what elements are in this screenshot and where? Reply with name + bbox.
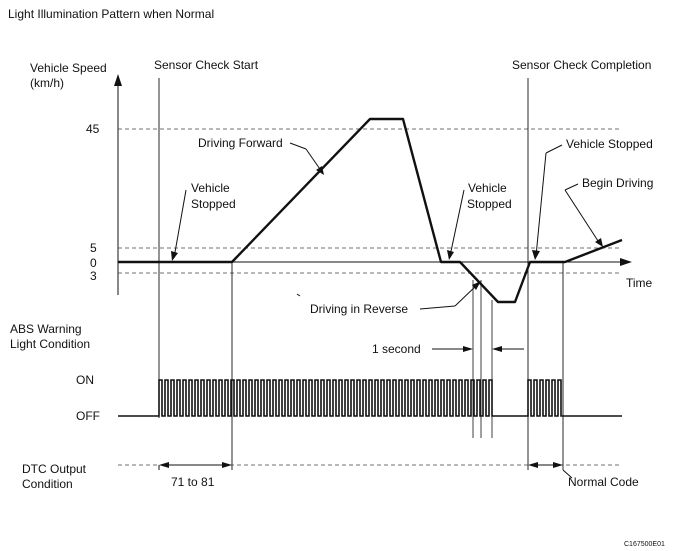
abs-off-label: OFF xyxy=(76,409,100,423)
sensor-check-start-label: Sensor Check Start xyxy=(154,58,259,72)
dtc-range-arrowhead-right xyxy=(222,462,232,468)
vehicle-stopped-1-arrowhead xyxy=(171,251,178,261)
vehicle-stopped-2-arrowhead xyxy=(447,250,454,260)
speed-profile-line xyxy=(118,117,623,304)
tick-5: 5 xyxy=(90,241,97,255)
driving-forward-arrowhead xyxy=(316,166,324,175)
normal-code-arrowhead-right xyxy=(553,462,563,468)
driving-reverse-leader-a xyxy=(419,305,456,310)
vehicle-stopped-3-arrowhead xyxy=(532,250,540,260)
normal-code-leader xyxy=(562,469,573,479)
driving-reverse-arrowhead xyxy=(472,281,481,290)
stray-tick xyxy=(296,293,301,297)
vehicle-stopped-2-leader xyxy=(449,189,465,257)
vehicle-stopped-3-label: Vehicle Stopped xyxy=(566,137,653,151)
driving-forward-leader-a xyxy=(289,142,307,150)
driving-reverse-label: Driving in Reverse xyxy=(310,302,408,316)
abs-label-2: Light Condition xyxy=(10,337,90,351)
vehicle-stopped-1-line1: Vehicle xyxy=(191,181,230,195)
time-axis-label: Time xyxy=(626,276,653,290)
tick-45: 45 xyxy=(86,122,100,136)
abs-label-1: ABS Warning xyxy=(10,322,82,336)
sensor-check-completion-label: Sensor Check Completion xyxy=(512,58,651,72)
vehicle-stopped-2-line1: Vehicle xyxy=(468,181,507,195)
normal-code-arrowhead-left xyxy=(528,462,538,468)
dtc-label-1: DTC Output xyxy=(22,462,87,476)
begin-driving-arrowhead xyxy=(595,238,603,247)
diagram-title: Light Illumination Pattern when Normal xyxy=(8,7,214,21)
time-axis-arrow xyxy=(620,258,632,266)
one-second-arrowhead-left xyxy=(463,346,473,352)
vehicle-stopped-1-leader xyxy=(173,189,187,259)
dtc-range-arrowhead-left xyxy=(159,462,169,468)
begin-driving-leader-b xyxy=(564,189,601,245)
one-second-label: 1 second xyxy=(372,342,421,356)
begin-driving-label: Begin Driving xyxy=(582,176,653,190)
dtc-range-label: 71 to 81 xyxy=(171,475,215,489)
vehicle-stopped-2-line2: Stopped xyxy=(467,197,512,211)
speed-axis-label-1: Vehicle Speed xyxy=(30,61,107,75)
abs-warning-waveform xyxy=(118,379,622,417)
tick-0: 0 xyxy=(90,256,97,270)
vehicle-stopped-3-leader-b xyxy=(535,152,547,257)
tick-3: 3 xyxy=(90,269,97,283)
speed-axis-label-2: (km/h) xyxy=(30,76,64,90)
one-second-arrowhead-right xyxy=(492,346,502,352)
speed-axis-arrow xyxy=(114,74,122,86)
vehicle-stopped-1-line2: Stopped xyxy=(191,197,236,211)
dtc-label-2: Condition xyxy=(22,477,73,491)
driving-forward-label: Driving Forward xyxy=(198,136,283,150)
normal-code-label: Normal Code xyxy=(568,475,639,489)
abs-on-label: ON xyxy=(76,373,94,387)
vehicle-stopped-3-leader-a xyxy=(545,144,563,154)
begin-driving-leader-a xyxy=(564,183,579,191)
figure-code: C167500E01 xyxy=(624,541,665,548)
